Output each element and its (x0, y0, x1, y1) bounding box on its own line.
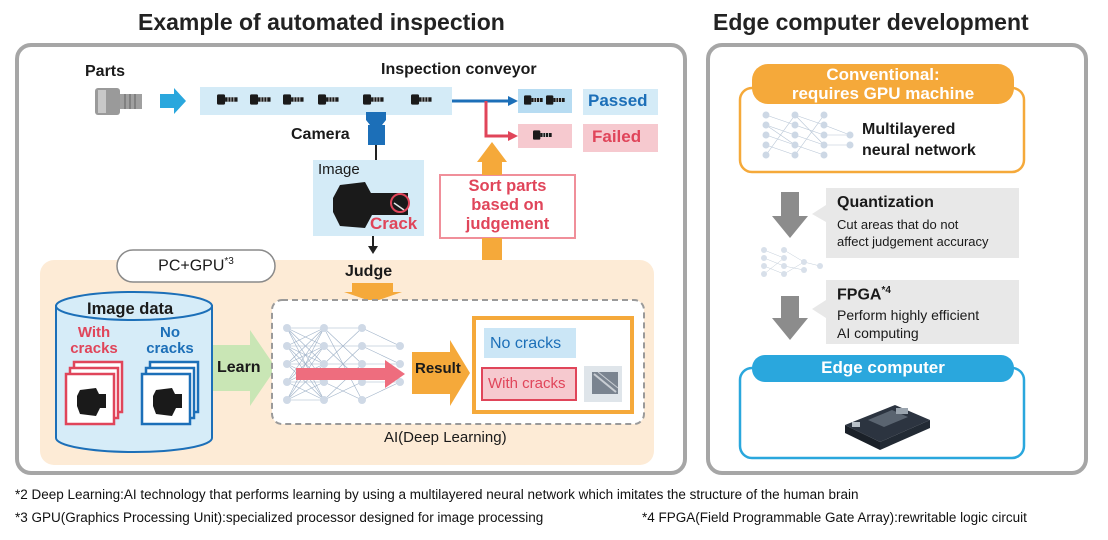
fpga-arrow (772, 296, 808, 340)
judge-label: Judge (345, 263, 393, 280)
fpga-desc: Perform highly efficient AI computing (837, 306, 979, 342)
nn-line-1: Multilayered (862, 121, 956, 138)
pc-gpu-label: PC+GPU*3 (117, 256, 275, 275)
sort-line-1: Sort parts (468, 177, 547, 195)
fpga-footnote-ref: *4 (881, 285, 891, 296)
footnote-deep-learning: *2 Deep Learning:AI technology that perf… (15, 487, 859, 502)
quant-desc-line-1: Cut areas that do not (837, 217, 959, 232)
passed-box (583, 89, 658, 115)
with-cracks-result-bg (481, 367, 577, 401)
edge-board-icon (845, 405, 930, 450)
pc-gpu-badge (116, 249, 276, 283)
multilayer-network-icon (762, 111, 854, 159)
with-cracks-label: With cracks (64, 325, 124, 357)
with-cracks-result: With cracks (488, 375, 566, 392)
pc-gpu-text: PC+GPU (158, 257, 225, 275)
sort-arrow (477, 142, 507, 162)
no-cracks-result: No cracks (490, 335, 562, 352)
no-cracks-result-bg (484, 328, 576, 358)
result-label: Result (415, 360, 461, 377)
footnote-fpga: *4 FPGA(Field Programmable Gate Array):r… (642, 510, 1027, 525)
image-data-label: Image data (87, 300, 174, 318)
failed-label: Failed (592, 127, 642, 146)
nn-label: Multilayered neural network (862, 119, 976, 161)
with-cracks-line-1: With (77, 324, 111, 341)
feed-arrow (160, 88, 186, 114)
judge-arrow (344, 283, 402, 302)
fpga-box (826, 280, 1019, 344)
result-arrow (412, 340, 470, 406)
sort-line-3: judgement (465, 215, 550, 233)
failed-box (583, 124, 658, 152)
sort-box (439, 174, 576, 239)
inference-arrow (296, 360, 405, 388)
ai-deep-learning-label: AI(Deep Learning) (384, 429, 507, 446)
cracked-bolt-photo-icon (584, 366, 622, 402)
no-cracks-line-1: No (160, 324, 180, 341)
bolt-closeup-icon (333, 182, 410, 228)
conveyor-label: Inspection conveyor (381, 61, 537, 78)
learn-arrow (213, 330, 276, 406)
learn-label: Learn (217, 359, 261, 376)
quantization-arrow (772, 192, 808, 238)
quantization-title: Quantization (837, 194, 934, 211)
fpga-title: FPGA*4 (837, 285, 891, 304)
conventional-line-1: Conventional: (826, 65, 940, 84)
edge-header (752, 355, 1014, 382)
fpga-desc-line-1: Perform highly efficient (837, 307, 980, 323)
bolt-icon (95, 88, 142, 115)
edge-title: Edge computer (821, 358, 945, 377)
image-data-cylinder (55, 291, 213, 453)
sort-text: Sort parts based on judgement (440, 177, 575, 234)
camera-label: Camera (291, 126, 350, 143)
no-cracks-label: No cracks (140, 325, 200, 357)
quantization-desc: Cut areas that do not affect judgement a… (837, 216, 989, 250)
passed-label: Passed (588, 91, 648, 110)
right-panel-title: Edge computer development (713, 9, 1029, 35)
quant-desc-line-2: affect judgement accuracy (837, 234, 989, 249)
image-label: Image (318, 161, 360, 178)
nn-line-2: neural network (862, 142, 976, 159)
conventional-title: Conventional: requires GPU machine (752, 65, 1014, 103)
with-cracks-line-2: cracks (70, 340, 118, 357)
fpga-title-text: FPGA (837, 286, 882, 304)
fpga-desc-line-2: AI computing (837, 325, 919, 341)
pc-gpu-footnote-ref: *3 (224, 256, 234, 267)
conventional-line-2: requires GPU machine (791, 84, 975, 103)
camera-icon (366, 112, 386, 160)
quantized-network-icon (761, 247, 823, 277)
conventional-header (752, 64, 1014, 104)
quantization-box (826, 188, 1019, 258)
parts-label: Parts (85, 63, 126, 80)
footnote-gpu: *3 GPU(Graphics Processing Unit):special… (15, 510, 544, 525)
sort-line-2: based on (471, 196, 544, 214)
left-panel-title: Example of automated inspection (138, 9, 505, 35)
crack-label: Crack (370, 214, 418, 233)
no-cracks-line-2: cracks (146, 340, 194, 357)
